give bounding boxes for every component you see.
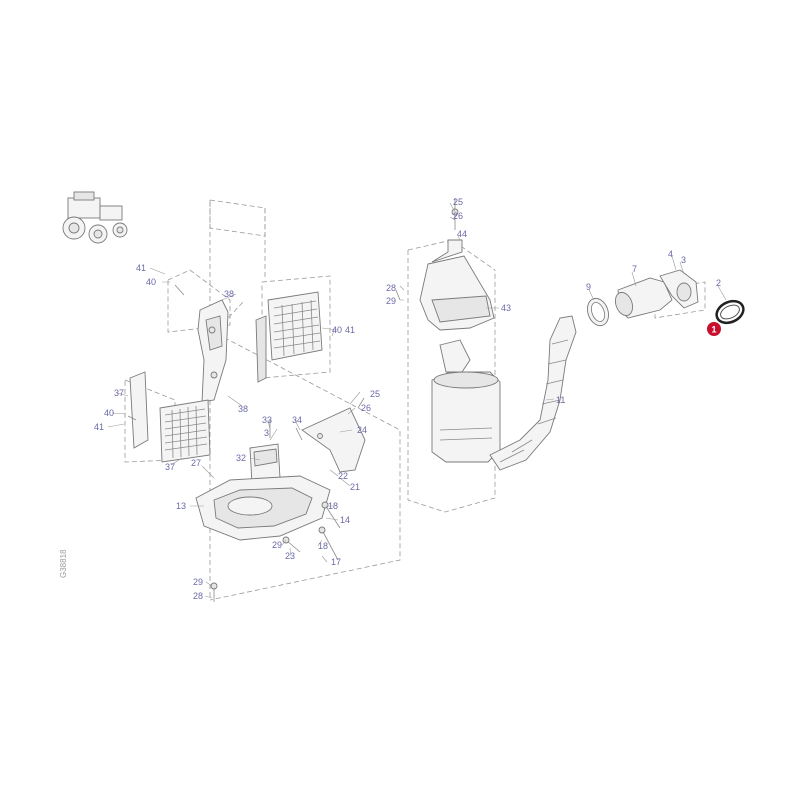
callout-29: 29 (386, 296, 396, 306)
callout-18: 18 (328, 501, 338, 511)
callout-41: 41 (136, 263, 146, 273)
callout-26: 26 (453, 211, 463, 221)
bracket-24 (301, 407, 366, 473)
callout-21: 21 (350, 482, 360, 492)
mesh-screen-37 (129, 371, 211, 463)
highlight-marker-dot (707, 322, 721, 336)
elbow-4 (659, 269, 699, 309)
callout-29: 29 (272, 540, 282, 550)
callout-33: 33 (262, 415, 272, 425)
callout-3: 3 (264, 428, 269, 438)
mesh-screen-upper (255, 291, 323, 383)
tractor-icon (62, 191, 128, 244)
mounting-bracket-38 (197, 299, 229, 403)
callout-labels: 41 40 38 37 40 41 37 38 28 29 40 41 33 3… (94, 197, 721, 601)
callout-2: 2 (716, 278, 721, 288)
callout-13: 13 (176, 501, 186, 511)
catalyst-body (431, 339, 501, 463)
callout-34: 34 (292, 415, 302, 425)
exhaust-pipe-11 (489, 315, 577, 471)
bracket-32 (249, 443, 281, 485)
callout-25: 25 (453, 197, 463, 207)
callout-41: 41 (94, 422, 104, 432)
callout-9: 9 (586, 282, 591, 292)
callout-37: 37 (165, 462, 175, 472)
callout-11: 11 (556, 395, 565, 405)
callout-24: 24 (357, 425, 367, 435)
callout-43: 43 (501, 303, 511, 313)
pipe-7 (614, 277, 673, 319)
callout-27: 27 (191, 458, 201, 468)
callout-37: 37 (114, 388, 124, 398)
callout-32: 32 (236, 453, 246, 463)
callout-3: 3 (681, 255, 686, 265)
callout-28: 28 (193, 591, 203, 601)
housing-13 (195, 475, 331, 541)
callout-22: 22 (338, 471, 348, 481)
callout-41: 41 (345, 325, 355, 335)
callout-38: 38 (238, 404, 248, 414)
callout-28: 28 (386, 283, 396, 293)
callout-18: 18 (318, 541, 328, 551)
callout-4: 4 (668, 249, 673, 259)
callout-25: 25 (370, 389, 380, 399)
callout-44: 44 (457, 229, 467, 239)
clamp-9 (587, 297, 609, 327)
leader-lines (107, 202, 727, 599)
callout-14: 14 (340, 515, 350, 525)
callout-40: 40 (146, 277, 156, 287)
callout-29: 29 (193, 577, 203, 587)
callout-38: 38 (224, 289, 234, 299)
muffler-43 (419, 239, 495, 331)
bolts (127, 198, 459, 602)
callout-23: 23 (285, 551, 295, 561)
clamp-ring-2 (715, 299, 745, 325)
highlight-marker-label: 1 (711, 325, 716, 335)
reference-code: G38818 (59, 549, 68, 578)
callout-40: 40 (332, 325, 342, 335)
highlight-marker[interactable]: 1 (707, 322, 721, 336)
callout-40: 40 (104, 408, 114, 418)
callout-17: 17 (331, 557, 341, 567)
callout-7: 7 (632, 264, 637, 274)
callout-26: 26 (361, 403, 371, 413)
